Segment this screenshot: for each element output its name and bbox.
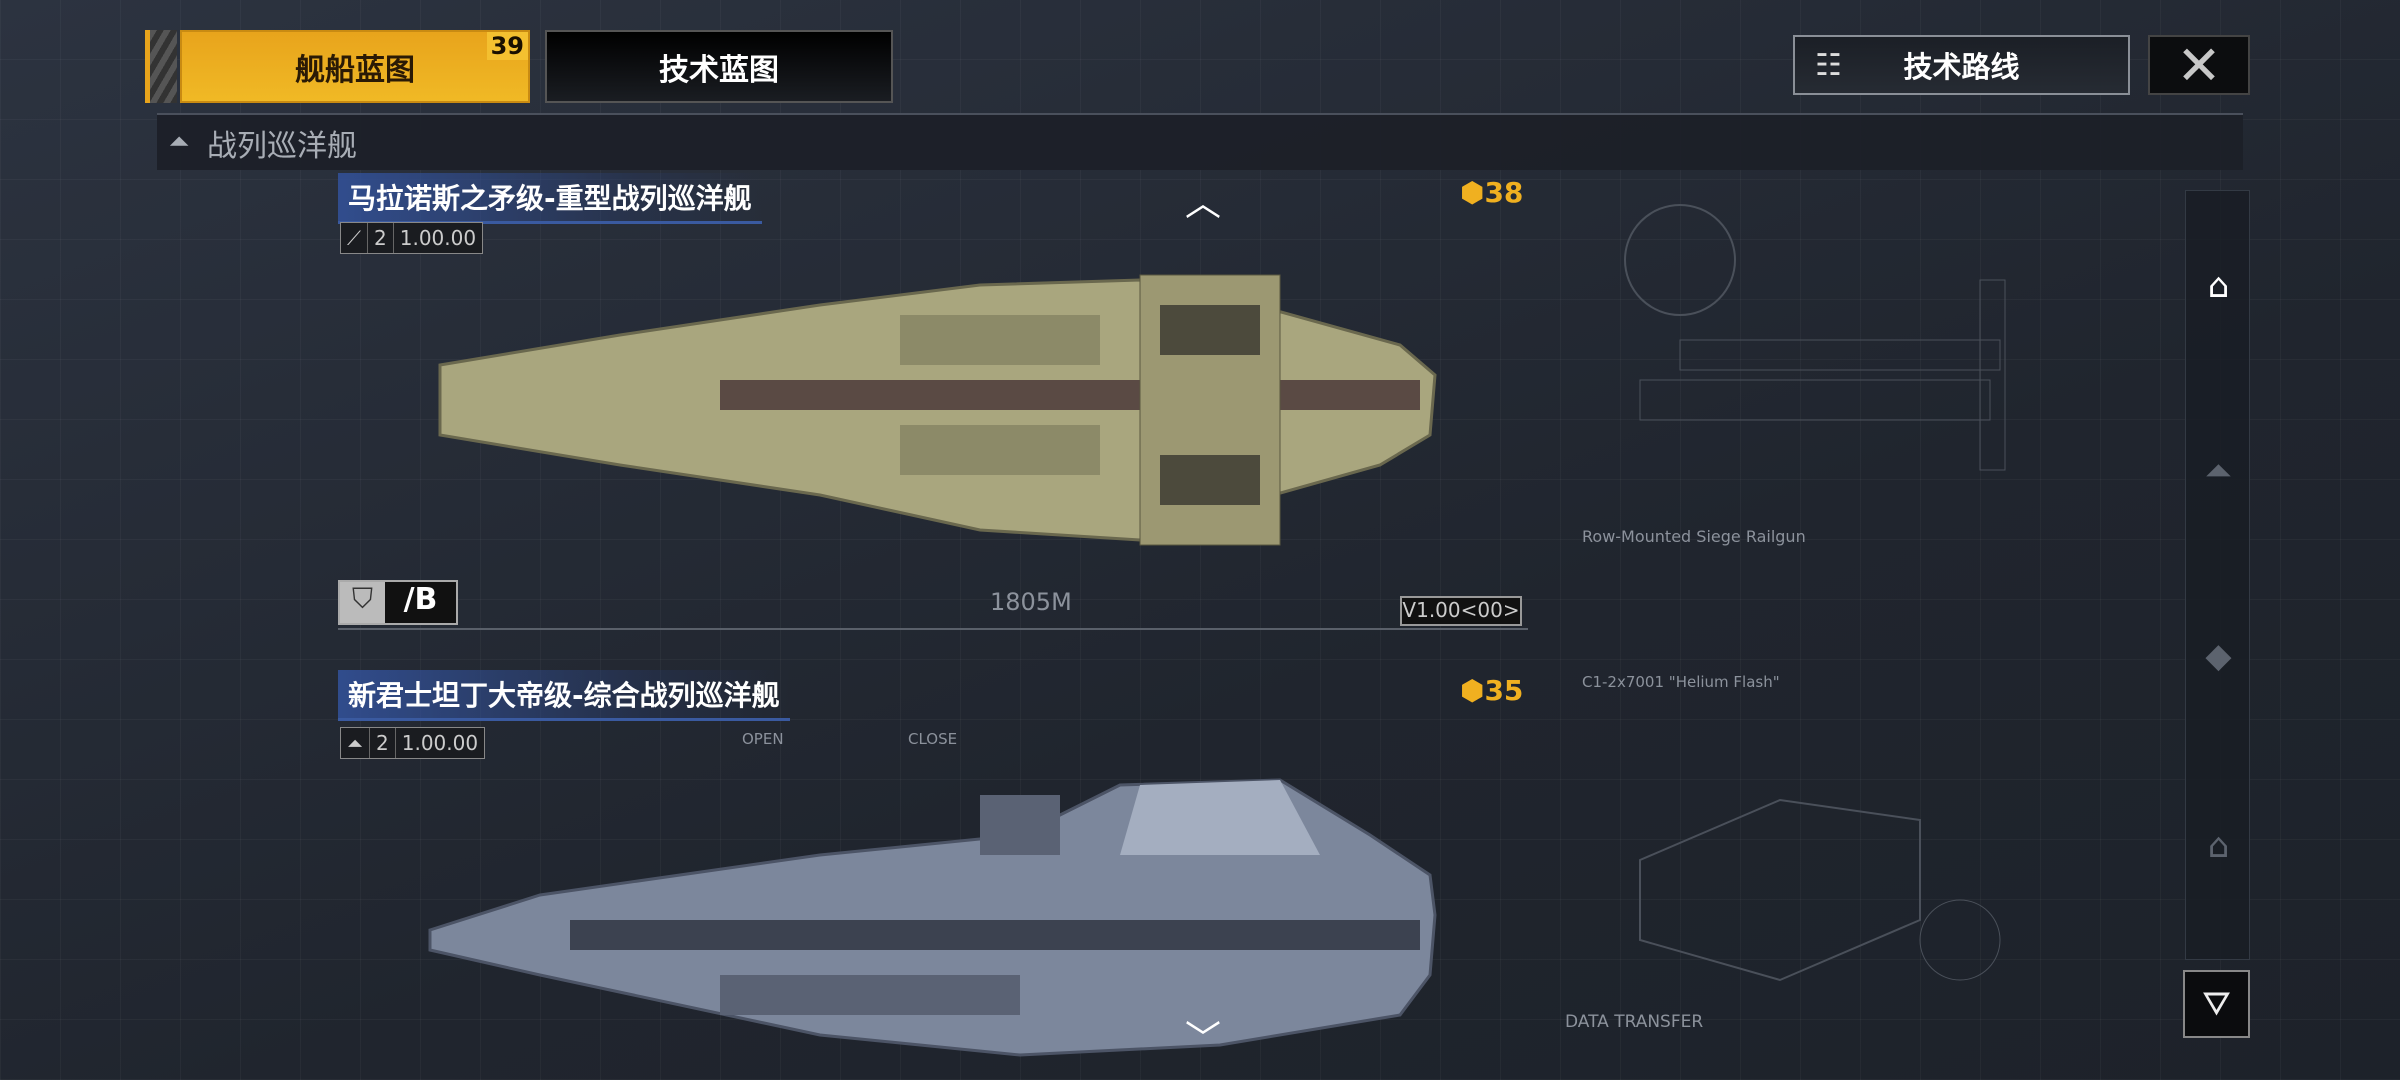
tree-list-icon: ☷ xyxy=(1815,47,1842,83)
tab-label: 技术蓝图 xyxy=(659,52,779,88)
cost-icon: ⬢ xyxy=(1460,176,1485,209)
version: 1.00.00 xyxy=(399,226,477,250)
battlecruiser-icon: ⏶ xyxy=(169,127,190,157)
tier: 2 xyxy=(368,223,394,253)
tech-route-label: 技术路线 xyxy=(1903,50,2020,84)
close-label: CLOSE xyxy=(908,730,958,748)
ship-class-icon: ⏶ xyxy=(341,728,370,758)
category-label: 战列巡洋舰 xyxy=(207,128,357,164)
ship-model-2[interactable] xyxy=(420,775,1450,1065)
blueprint-version: V1.00<00> xyxy=(1400,596,1522,626)
scroll-up-icon[interactable]: ︿ xyxy=(1185,183,1222,224)
category-bar[interactable]: ⏶ 战列巡洋舰 xyxy=(157,113,2243,170)
data-transfer-label: DATA TRANSFER xyxy=(1565,1012,1704,1032)
tab-ship-blueprint[interactable]: 舰船蓝图 39 xyxy=(180,30,530,103)
ship-length: 1805M xyxy=(990,588,1072,616)
tier: 2 xyxy=(370,728,396,758)
blueprint-schematic xyxy=(1624,204,2006,471)
cost-value: 35 xyxy=(1484,674,1524,707)
close-icon: ✕ xyxy=(2176,33,2222,97)
ship-title[interactable]: 新君士坦丁大帝级-综合战列巡洋舰 xyxy=(338,670,790,721)
blueprint-schematic xyxy=(1639,798,2001,982)
ship-class-sidebar: ⌂ ⏶ ◆ ⌂ xyxy=(2185,190,2250,960)
filter-icon: ⛛ xyxy=(2202,984,2231,1024)
ship-model-1[interactable] xyxy=(420,265,1450,555)
close-button[interactable]: ✕ xyxy=(2148,33,2250,97)
open-label: OPEN xyxy=(742,730,784,748)
weapon-label: C1-2x7001 "Helium Flash" xyxy=(1582,673,1780,691)
ruler-line xyxy=(338,628,1528,630)
weapon-label: Row-Mounted Siege Railgun xyxy=(1582,527,1806,546)
ship-class-icon: ⟋ xyxy=(341,223,368,253)
carrier-icon[interactable]: ⌂ xyxy=(2207,826,2230,866)
shield-grade-badge: ⛉ /B xyxy=(338,580,458,625)
scroll-down-icon[interactable]: ﹀ xyxy=(1185,1019,1222,1060)
count-badge: 39 xyxy=(486,32,528,60)
shield-icon: ⛉ xyxy=(340,582,385,623)
tech-route-button[interactable]: ☷ 技术路线 xyxy=(1793,35,2130,95)
frigate-icon[interactable]: ⏶ xyxy=(2204,451,2233,491)
filter-button[interactable]: ⛛ xyxy=(2183,970,2250,1038)
cost-value: 38 xyxy=(1484,176,1524,209)
ship-title[interactable]: 马拉诺斯之矛级-重型战列巡洋舰 xyxy=(338,173,762,224)
hangar-icon[interactable]: ⌂ xyxy=(2207,266,2230,306)
ship-cost: ⬢38 xyxy=(1460,176,1523,209)
cost-icon: ⬢ xyxy=(1460,674,1485,707)
version: 1.00.00 xyxy=(401,731,479,755)
ship-cost: ⬢35 xyxy=(1460,674,1523,707)
tab-label: 舰船蓝图 xyxy=(295,52,415,88)
tab-tech-blueprint[interactable]: 技术蓝图 xyxy=(545,30,893,103)
tab-stripe xyxy=(145,30,177,103)
cruiser-icon[interactable]: ◆ xyxy=(2205,636,2232,676)
shield-grade: /B xyxy=(385,582,456,623)
